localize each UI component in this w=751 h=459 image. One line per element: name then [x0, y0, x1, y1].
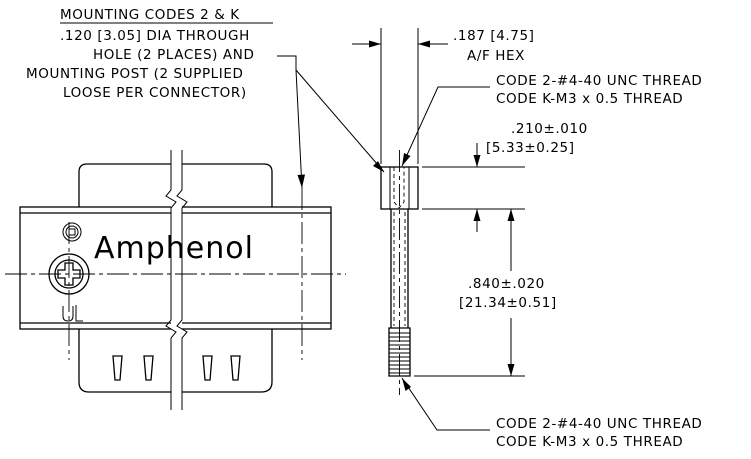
post-length-line1: .840±.020 [468, 276, 545, 292]
hex-height-dimension [422, 143, 525, 232]
threaded-end [388, 327, 411, 377]
post-length-line2: [21.34±0.51] [459, 295, 557, 311]
contact-slots [112, 355, 241, 381]
thread-top-line1: CODE 2-#4-40 UNC THREAD [496, 73, 702, 89]
hex-height-line1: .210±.010 [511, 121, 588, 137]
break-line-left [165, 150, 177, 410]
connector-front-view: Amphenol [5, 150, 346, 410]
tapped-hole-hidden [393, 167, 405, 209]
hex-height-line2: [5.33±0.25] [486, 140, 575, 156]
thread-top-line2: CODE K-M3 x 0.5 THREAD [496, 91, 683, 107]
mounting-callout-line1: MOUNTING CODES 2 & K [60, 7, 240, 23]
hex-width-dimension [352, 28, 448, 164]
mounting-callout-leader [277, 55, 385, 189]
mounting-callout-line3: HOLE (2 PLACES) AND [93, 47, 254, 63]
thread-bottom-line1: CODE 2-#4-40 UNC THREAD [496, 416, 702, 432]
hex-dimension-line1: .187 [4.75] [453, 28, 535, 44]
thread-top-leader [401, 86, 490, 167]
mounting-post-side-view [380, 150, 419, 395]
cross-recess-icon [57, 262, 81, 286]
contact-slot [112, 355, 123, 381]
post-length-dimension [414, 209, 525, 377]
mounting-callout-line4: MOUNTING POST (2 SUPPLIED [26, 66, 244, 82]
mounting-callout-line2: .120 [3.05] DIA THROUGH [60, 28, 250, 44]
brand-name: Amphenol [94, 231, 254, 266]
hex-dimension-line2: A/F HEX [467, 48, 525, 64]
mounting-callout-line5: LOOSE PER CONNECTOR) [63, 85, 247, 101]
break-line-right [176, 150, 188, 410]
contact-slot [202, 355, 213, 381]
csa-mark-icon [62, 222, 82, 242]
thread-bottom-line2: CODE K-M3 x 0.5 THREAD [496, 434, 683, 450]
thread-bottom-leader [401, 377, 490, 431]
contact-slot [230, 355, 241, 381]
ul-mark-icon [62, 305, 83, 322]
contact-slot [143, 355, 154, 381]
break-mask [171, 150, 182, 410]
